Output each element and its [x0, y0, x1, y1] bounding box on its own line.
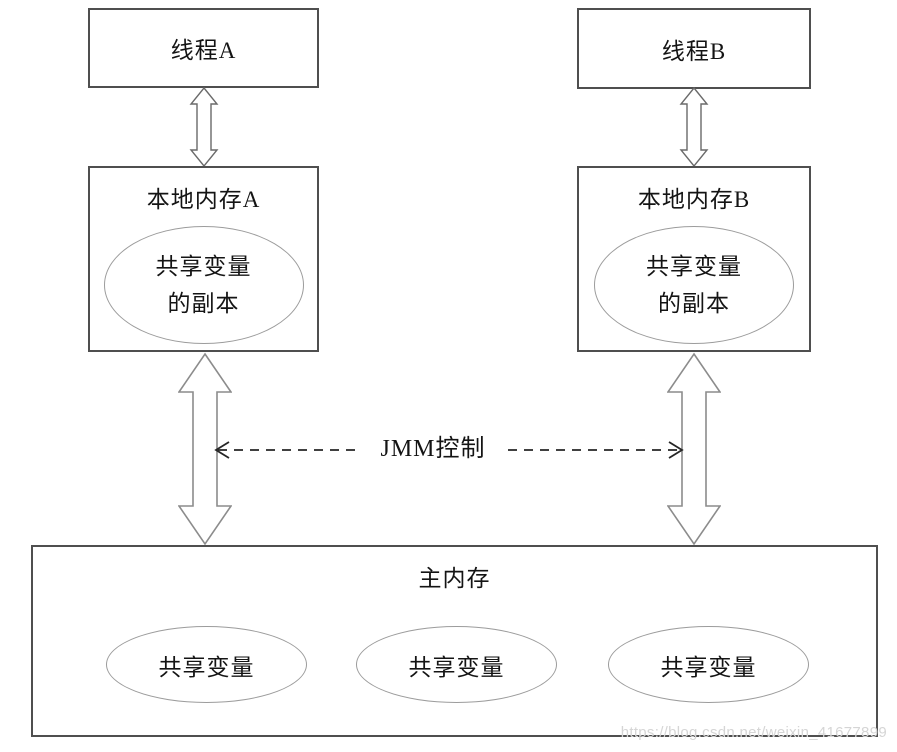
local-memory-a-box: 本地内存A 共享变量 的副本: [88, 166, 319, 352]
thread-b-label: 线程B: [661, 38, 727, 64]
local-memory-b-box: 本地内存B 共享变量 的副本: [577, 166, 811, 352]
thread-b-box: 线程B: [577, 8, 811, 89]
local-memory-b-main-memory-arrow-icon: [667, 352, 721, 546]
local-memory-b-title: 本地内存B: [637, 187, 751, 212]
copy-b-line2: 的副本: [658, 291, 730, 316]
thread-a-label: 线程A: [170, 38, 237, 63]
local-memory-a-title: 本地内存A: [146, 187, 261, 212]
thread-a-local-memory-a-arrow-icon: [189, 87, 219, 167]
jmm-control-dashed-arrow-icon: [214, 441, 684, 459]
local-memory-a-main-memory-arrow-icon: [178, 352, 232, 546]
main-memory-box: 主内存 共享变量 共享变量 共享变量: [31, 545, 878, 737]
thread-a-box: 线程A: [88, 8, 319, 88]
jmm-control-label: JMM控制: [363, 434, 503, 464]
shared-variable-copy-a-ellipse: 共享变量 的副本: [103, 226, 304, 344]
shared-variable-ellipse-1: 共享变量: [106, 626, 307, 703]
shared-variable-ellipse-3: 共享变量: [608, 626, 809, 703]
copy-b-line1: 共享变量: [646, 254, 742, 279]
shared-variable-label-3: 共享变量: [660, 654, 757, 680]
shared-variable-label-1: 共享变量: [158, 654, 255, 680]
shared-variable-copy-b-ellipse: 共享变量 的副本: [594, 226, 794, 344]
shared-variable-label-2: 共享变量: [408, 654, 505, 680]
copy-a-line2: 的副本: [167, 291, 240, 316]
shared-variable-ellipse-2: 共享变量: [356, 626, 557, 703]
thread-b-local-memory-b-arrow-icon: [679, 87, 709, 167]
copy-a-line1: 共享变量: [155, 254, 252, 279]
main-memory-title: 主内存: [418, 566, 491, 591]
watermark-text: https://blog.csdn.net/weixin_41677899: [620, 724, 887, 741]
